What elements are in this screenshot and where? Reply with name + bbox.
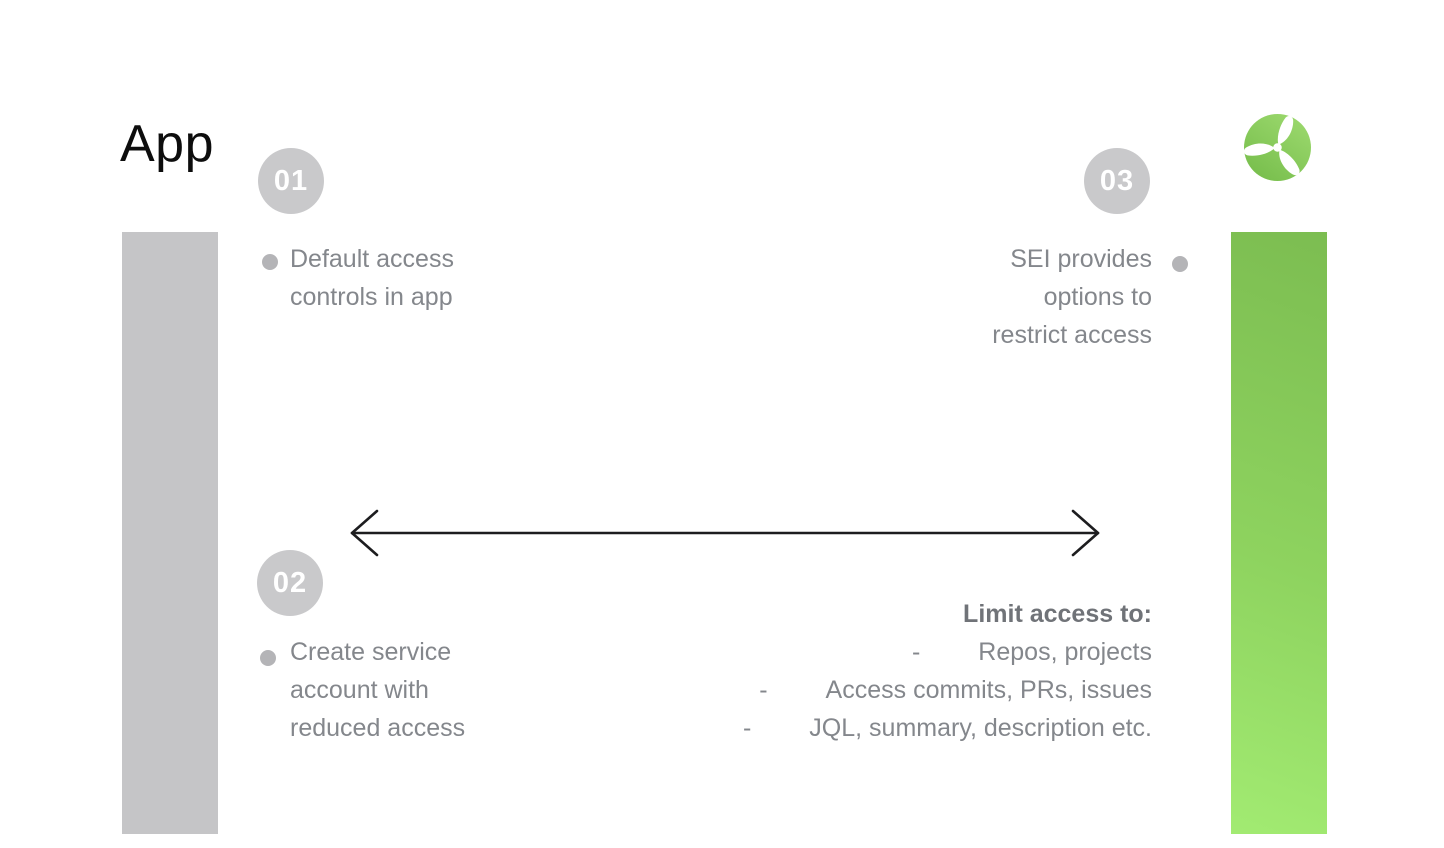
- step-badge-01: 01: [258, 148, 324, 214]
- dash-bullet: -: [759, 676, 768, 704]
- step-3-line-2: options to: [1043, 283, 1152, 311]
- propeller-icon: [1243, 114, 1311, 181]
- step-3-line-1: SEI provides: [1010, 245, 1152, 273]
- list-item: - Repos, projects: [743, 633, 1152, 671]
- page-title: App: [120, 115, 215, 173]
- limit-access-heading: Limit access to:: [963, 600, 1152, 628]
- dash-bullet: -: [742, 714, 752, 742]
- dash-bullet: -: [911, 638, 921, 666]
- step-2-line-1: Create service: [290, 638, 452, 666]
- step-badge-01-label: 01: [273, 164, 309, 197]
- step-badge-02: 02: [257, 550, 323, 616]
- list-item-text: JQL, summary, description etc.: [809, 714, 1152, 742]
- step-3-text: SEI provides options to restrict access: [992, 240, 1152, 354]
- app-column-bar: [122, 232, 218, 834]
- bidirectional-arrow-icon: [340, 505, 1110, 561]
- step-badge-03: 03: [1084, 148, 1150, 214]
- bullet-dot-icon: [1172, 256, 1188, 272]
- step-2-line-3: reduced access: [290, 714, 466, 742]
- list-item: - JQL, summary, description etc.: [743, 709, 1152, 747]
- step-2-text: Create service account with reduced acce…: [290, 633, 465, 747]
- step-1-text: Default access controls in app: [290, 240, 454, 316]
- list-item-text: Repos, projects: [978, 638, 1152, 666]
- list-item: - Access commits, PRs, issues: [743, 671, 1152, 709]
- list-item-text: Access commits, PRs, issues: [825, 676, 1152, 704]
- step-badge-03-label: 03: [1099, 164, 1135, 197]
- step-1-line-2: controls in app: [290, 283, 453, 311]
- step-badge-02-label: 02: [272, 566, 308, 599]
- bullet-dot-icon: [262, 254, 278, 270]
- step-3-line-3: restrict access: [992, 321, 1152, 349]
- limit-access-list: Limit access to: - Repos, projects - Acc…: [743, 595, 1152, 747]
- step-1-line-1: Default access: [290, 245, 454, 273]
- sei-column-bar: [1231, 232, 1327, 834]
- bullet-dot-icon: [260, 650, 276, 666]
- step-2-line-2: account with: [290, 676, 429, 704]
